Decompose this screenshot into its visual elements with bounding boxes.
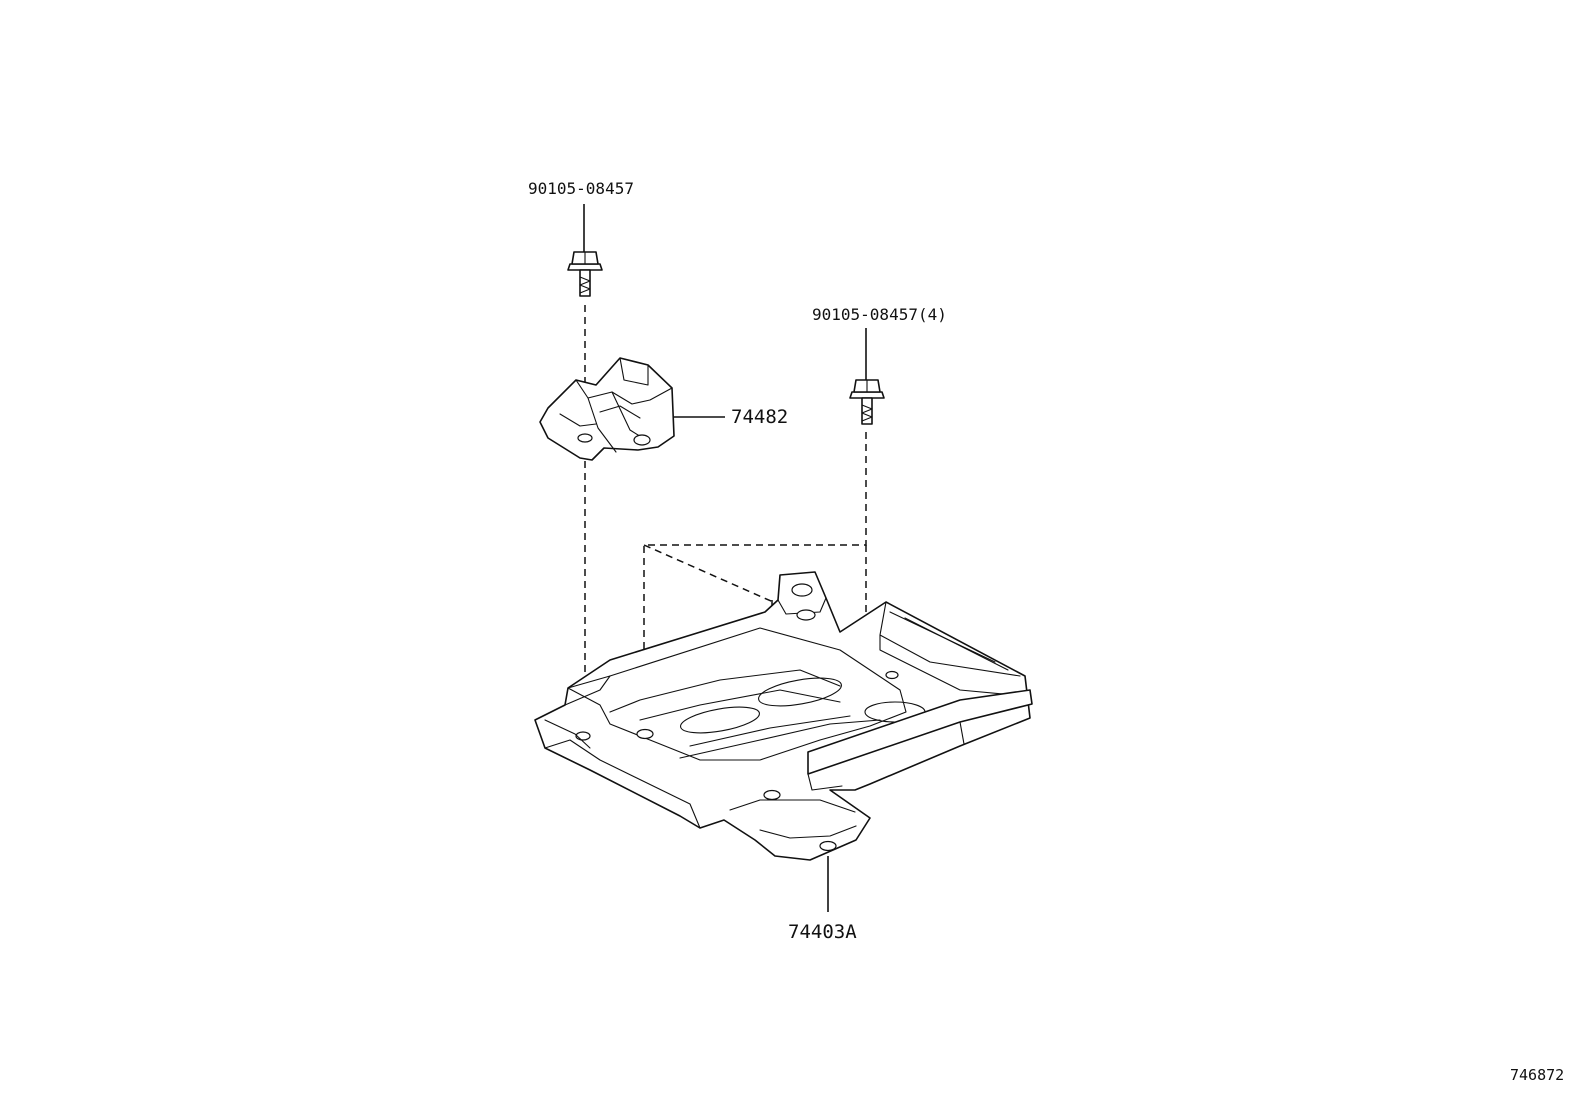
label-bolt-right: 90105-08457(4) — [812, 305, 947, 324]
tray-74403A[interactable] — [534, 571, 1033, 861]
bracket-74482[interactable] — [539, 357, 675, 461]
illustration-number: 746872 — [1510, 1066, 1564, 1084]
label-bolt-top: 90105-08457 — [528, 179, 634, 198]
label-tray: 74403A — [788, 921, 857, 943]
bolt-top[interactable] — [567, 204, 603, 297]
label-bracket: 74482 — [731, 406, 788, 428]
bolt-right[interactable] — [849, 328, 885, 425]
